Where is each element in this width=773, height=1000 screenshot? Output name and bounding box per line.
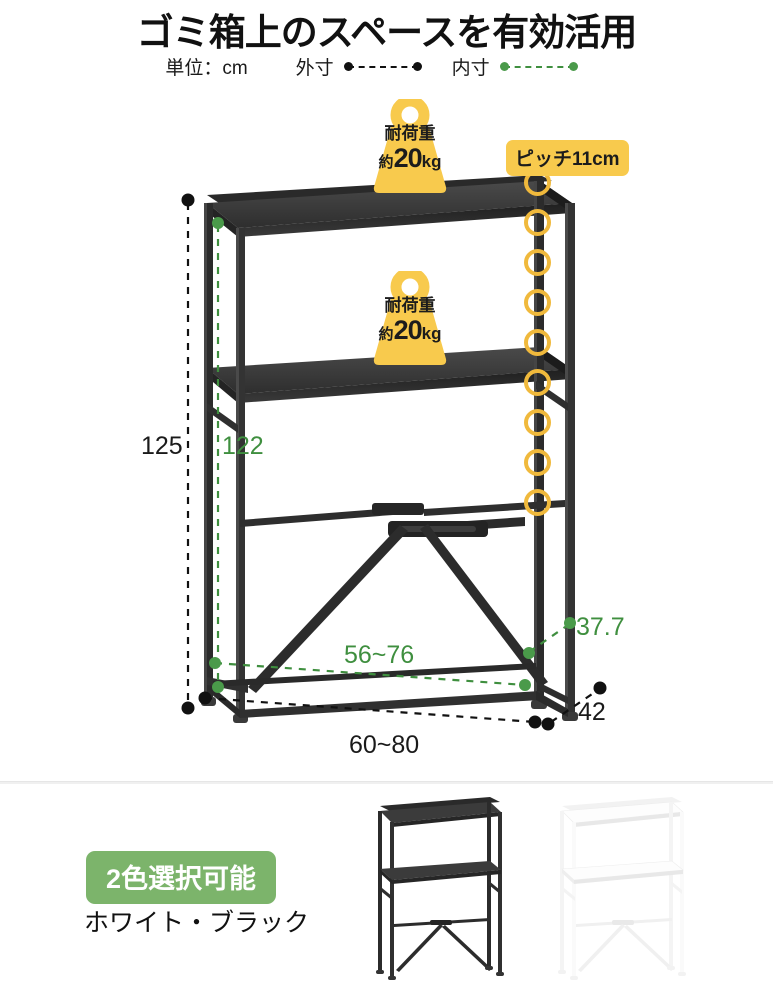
pitch-ring-8 xyxy=(524,449,551,476)
weight-icon xyxy=(373,271,447,365)
legend-outer-label: 外寸 xyxy=(295,58,334,79)
color-count-badge: 2色選択可能 xyxy=(86,851,277,904)
dim-height-outer: 125 xyxy=(141,432,183,460)
legend-inner-line xyxy=(499,61,578,73)
white-rack-illustration xyxy=(558,797,686,980)
pitch-ring-2 xyxy=(524,209,551,236)
weight-value-top: 20 xyxy=(393,142,423,173)
pitch-ring-3 xyxy=(524,249,551,276)
legend-inner-label: 内寸 xyxy=(451,58,490,79)
pitch-ring-9 xyxy=(524,489,551,516)
weight-value-middle: 20 xyxy=(393,314,423,345)
pitch-badge: ピッチ11cm xyxy=(506,140,629,176)
color-variant-illustrations xyxy=(376,797,686,980)
page-title: ゴミ箱上のスペースを有効活用 xyxy=(136,12,638,53)
weight-label-top: 耐荷重 xyxy=(384,124,436,143)
dim-height-inner: 122 xyxy=(222,432,264,460)
legend-outer-line xyxy=(343,61,422,73)
legend: 単位：cm 外寸 内寸 xyxy=(0,53,773,80)
weight-badge-top: 耐荷重 約20kg xyxy=(358,99,462,195)
dim-width-inner: 56~76 xyxy=(344,641,415,669)
weight-prefix-middle: 約 xyxy=(378,325,394,343)
weight-icon xyxy=(373,99,447,193)
legend-unit-label: 単位：cm xyxy=(165,58,248,79)
dim-depth-outer: 42 xyxy=(578,698,606,726)
section-divider xyxy=(0,781,773,784)
pitch-ring-6 xyxy=(524,369,551,396)
dim-depth-inner: 37.7 xyxy=(576,613,625,641)
pitch-ring-5 xyxy=(524,329,551,356)
pitch-ring-4 xyxy=(524,289,551,316)
weight-badge-middle: 耐荷重 約20kg xyxy=(358,271,462,367)
rack-diagram: ピッチ11cm 耐荷重 約20kg 耐荷重 約20 xyxy=(0,85,773,775)
weight-unit-middle: kg xyxy=(421,323,442,343)
weight-prefix-top: 約 xyxy=(378,153,394,171)
rack-illustration xyxy=(181,175,607,731)
color-names-label: ホワイト・ブラック xyxy=(84,909,310,937)
weight-unit-top: kg xyxy=(421,151,442,171)
black-rack-illustration xyxy=(376,797,504,980)
dim-width-outer: 60~80 xyxy=(349,731,420,759)
pitch-ring-7 xyxy=(524,409,551,436)
weight-label-middle: 耐荷重 xyxy=(384,296,436,315)
